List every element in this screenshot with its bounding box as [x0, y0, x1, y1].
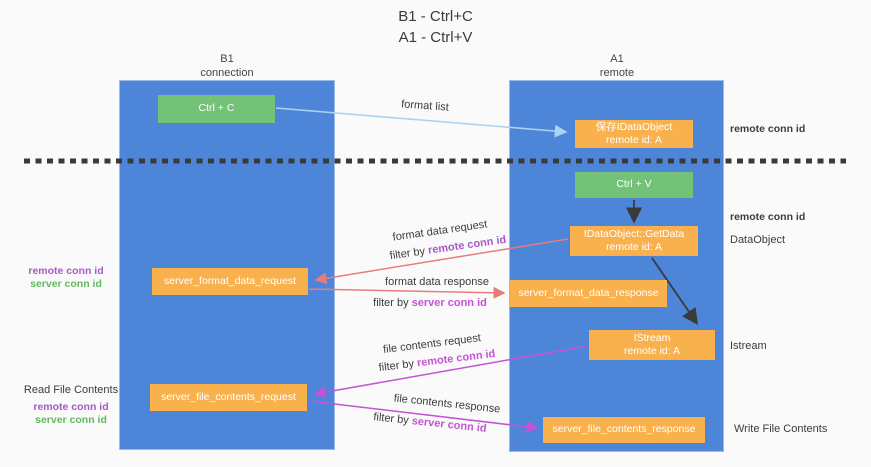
- annotation-write-file-contents: Write File Contents: [734, 423, 828, 435]
- arrow-format-data-response: [308, 286, 506, 299]
- annotation-remote-conn-id-left-bottom: remote conn id: [33, 401, 109, 414]
- node-server-format-data-response: server_format_data_response: [510, 280, 667, 307]
- annotation-server-conn-id-left-bottom: server conn id: [35, 413, 107, 426]
- node-save-idataobject-line1: 保存IDataObject: [595, 120, 673, 133]
- node-ctrl-c: Ctrl + C: [158, 95, 275, 123]
- node-save-idataobject-line2: remote id: A: [605, 134, 663, 146]
- node-server-format-data-response-label: server_format_data_response: [518, 286, 659, 299]
- filter-by-text: filter by: [378, 357, 418, 375]
- node-istream: IStream remote id: A: [589, 330, 715, 360]
- title-line-ctrl-c: B1 - Ctrl+C: [398, 8, 473, 25]
- node-ctrl-v: Ctrl + V: [575, 172, 693, 198]
- filter-by-text: filter by: [372, 411, 413, 428]
- node-server-format-data-request: server_format_data_request: [152, 268, 308, 295]
- title-line-ctrl-v: A1 - Ctrl+V: [398, 29, 473, 46]
- remote-conn-id-key: remote conn id: [427, 233, 507, 257]
- edge-label-file-contents-response: file contents response: [393, 392, 501, 416]
- remote-conn-id-key: remote conn id: [416, 347, 496, 370]
- lane-a1-title: A1: [610, 53, 624, 65]
- diagram-title: B1 - Ctrl+C A1 - Ctrl+V: [0, 6, 871, 48]
- node-server-file-contents-request-label: server_file_contents_request: [161, 390, 296, 403]
- lane-header-a1: A1 remote: [557, 52, 677, 81]
- annotation-remote-conn-id-top: remote conn id: [730, 123, 806, 135]
- annotation-left-top-ids: remote conn id server conn id: [14, 265, 118, 290]
- filter-by-text: filter by: [373, 297, 412, 309]
- filter-by-text: filter by: [389, 244, 429, 263]
- edge-label-filter-server-2: filter by server conn id: [373, 411, 487, 435]
- annotation-left-bottom-ids: Read File Contents remote conn id server…: [18, 384, 124, 426]
- lane-header-b1: B1 connection: [167, 52, 287, 81]
- annotation-server-conn-id-left-top: server conn id: [30, 277, 102, 290]
- edge-label-format-data-response: format data response: [385, 276, 489, 288]
- annotation-istream: Istream: [730, 340, 767, 352]
- node-getdata-line2: remote id: A: [605, 241, 663, 253]
- lane-b1-title: B1: [220, 53, 234, 65]
- annotation-remote-conn-id-left-top: remote conn id: [28, 265, 104, 277]
- server-conn-id-key: server conn id: [411, 415, 488, 435]
- lane-b1-subtitle: connection: [200, 67, 254, 80]
- annotation-dataobject: DataObject: [730, 234, 786, 246]
- node-ctrl-c-label: Ctrl + C: [198, 102, 235, 115]
- node-server-file-contents-response-label: server_file_contents_response: [552, 423, 696, 436]
- node-server-format-data-request-label: server_format_data_request: [164, 274, 296, 287]
- lane-a1-subtitle: remote: [599, 67, 635, 80]
- node-save-idataobject: 保存IDataObject remote id: A: [575, 120, 693, 148]
- server-conn-id-key: server conn id: [411, 297, 487, 309]
- node-idataobject-getdata: IDataObject::GetData remote id: A: [570, 226, 698, 256]
- edge-label-format-list: format list: [400, 98, 450, 114]
- node-ctrl-v-label: Ctrl + V: [616, 178, 652, 191]
- node-istream-line1: IStream: [633, 331, 671, 344]
- node-server-file-contents-response: server_file_contents_response: [543, 417, 705, 443]
- annotation-read-file-contents: Read File Contents: [23, 384, 119, 396]
- node-istream-line2: remote id: A: [623, 345, 681, 357]
- node-getdata-line1: IDataObject::GetData: [583, 227, 685, 240]
- edge-label-filter-server-1: filter by server conn id: [373, 297, 487, 309]
- node-server-file-contents-request: server_file_contents_request: [150, 384, 307, 411]
- annotation-remote-conn-id-mid: remote conn id: [730, 211, 806, 223]
